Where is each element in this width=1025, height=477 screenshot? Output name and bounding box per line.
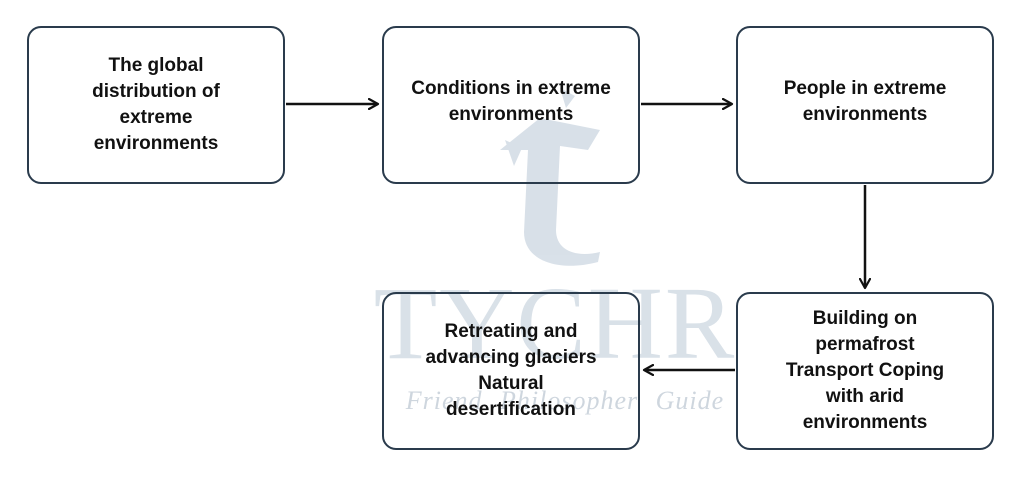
node-label: The global distribution of extreme envir… — [92, 55, 220, 154]
node-people: People in extreme environments — [736, 26, 994, 184]
node-conditions: Conditions in extreme environments — [382, 26, 640, 184]
node-label: Conditions in extreme environments — [411, 78, 611, 125]
node-building-transport: Building on permafrost Transport Coping … — [736, 292, 994, 450]
node-label: Retreating and advancing glaciers Natura… — [425, 321, 597, 420]
node-glaciers-desertification: Retreating and advancing glaciers Natura… — [382, 292, 640, 450]
node-global-distribution: The global distribution of extreme envir… — [27, 26, 285, 184]
node-label: People in extreme environments — [783, 78, 947, 125]
node-label: Building on permafrost Transport Coping … — [785, 308, 945, 433]
